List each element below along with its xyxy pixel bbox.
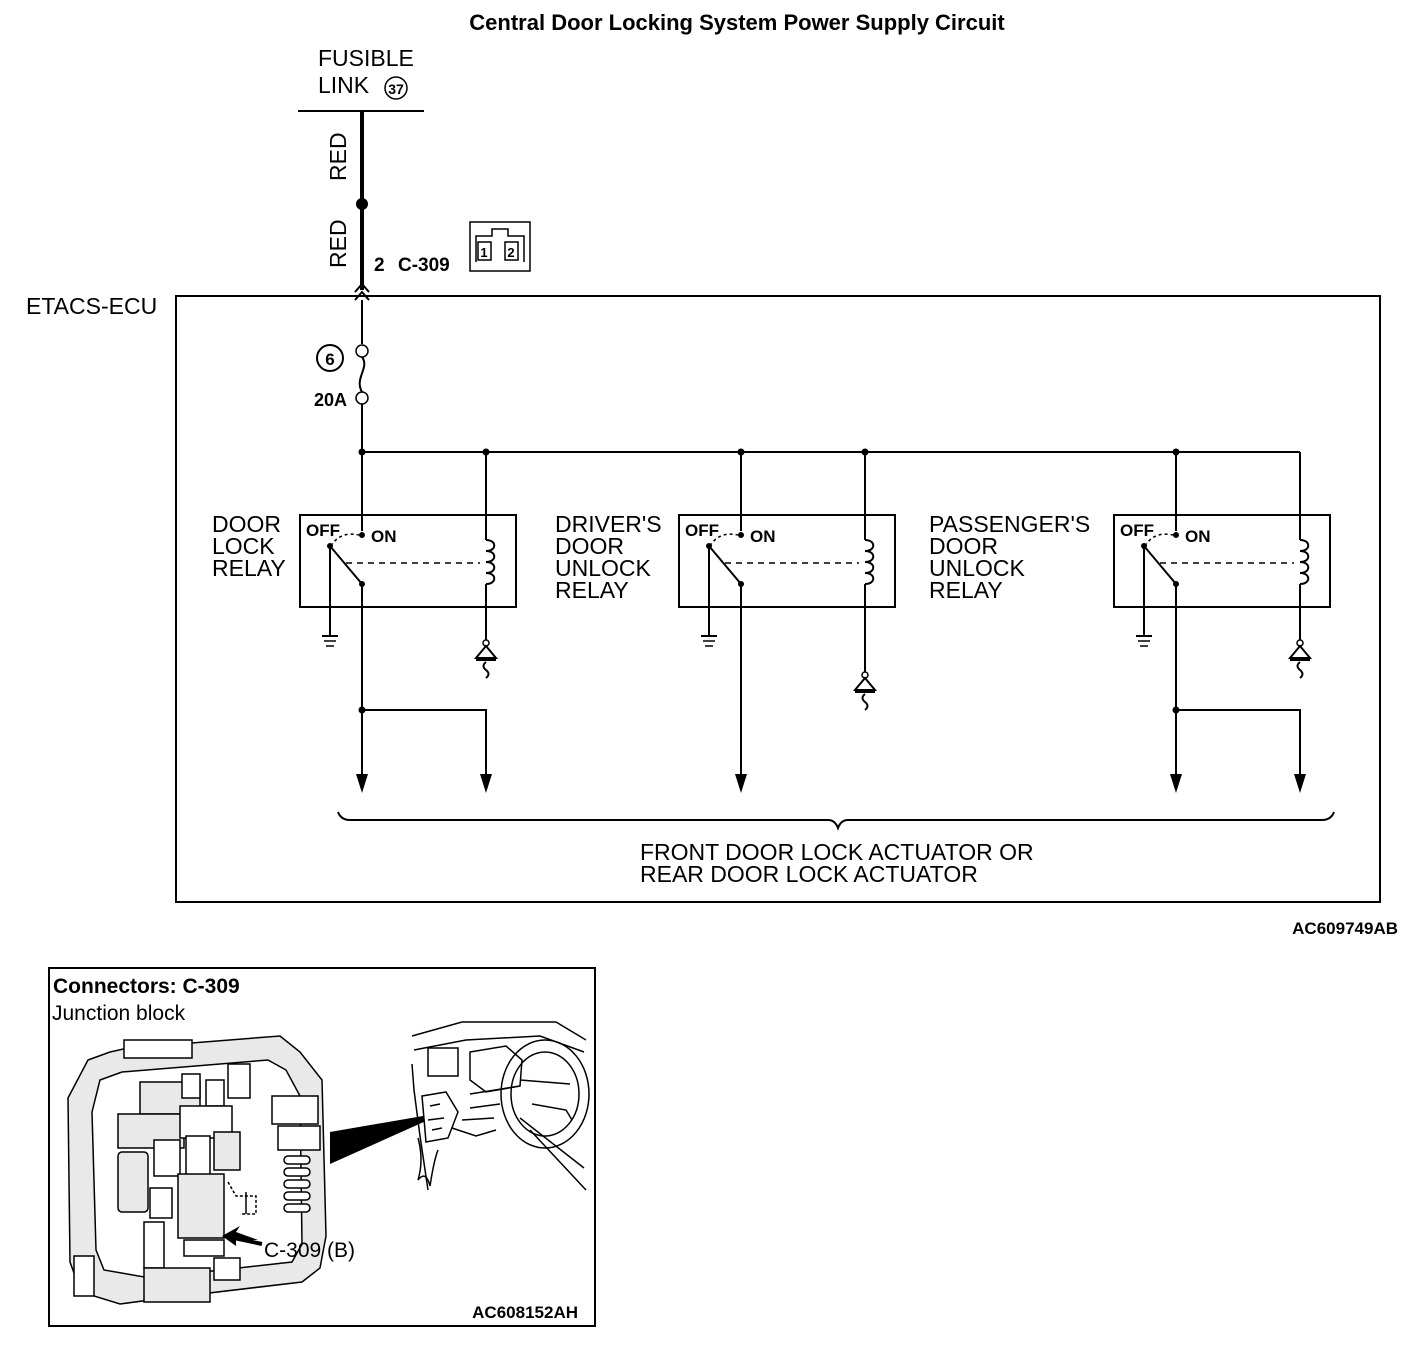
connector-pin-2: 2 — [507, 245, 514, 260]
relay2-label-line3: UNLOCK — [555, 555, 652, 581]
relay2-label-line4: RELAY — [555, 577, 629, 603]
fuse-element — [358, 356, 366, 393]
relay1-box — [299, 514, 517, 608]
door-lock-relay: DOOR LOCK RELAY OFF ON — [212, 452, 517, 679]
diagram-code: AC609749AB — [1292, 919, 1398, 938]
fuse-terminal-top — [355, 344, 369, 358]
drivers-door-unlock-relay: DRIVER'S DOOR UNLOCK RELAY OFF ON — [555, 452, 896, 711]
ecu-label: ETACS-ECU — [26, 293, 157, 319]
output-arrow-3 — [735, 774, 747, 793]
relay2-coil — [864, 539, 875, 585]
relay1-label-line2: LOCK — [212, 533, 275, 559]
actuator-label-line2: REAR DOOR LOCK ACTUATOR — [640, 861, 978, 887]
relay3-label-line3: UNLOCK — [929, 555, 1026, 581]
relay3-label-line4: RELAY — [929, 577, 1003, 603]
relay2-label-line1: DRIVER'S — [555, 511, 662, 537]
actuator-outputs — [337, 584, 1335, 831]
relay1-off: OFF — [306, 521, 340, 540]
relay2-off: OFF — [685, 521, 719, 540]
relay2-ground-icon — [852, 676, 878, 711]
fuse: 6 20A — [314, 300, 369, 452]
connector-c309: 2 C-309 1 2 — [354, 221, 531, 301]
relay1-label-line3: RELAY — [212, 555, 286, 581]
diagram-title: Central Door Locking System Power Supply… — [469, 10, 1005, 35]
relay2-box — [678, 514, 896, 608]
relay2-on: ON — [750, 527, 776, 546]
fuse-terminal-bottom — [355, 391, 369, 405]
actuator-label-line1: FRONT DOOR LOCK ACTUATOR OR — [640, 839, 1034, 865]
callout-arrow-icon — [222, 1226, 258, 1246]
connector-pin-label: 2 — [374, 255, 385, 276]
relay1-contact — [329, 545, 363, 585]
relay3-label-line1: PASSENGER'S — [929, 511, 1090, 537]
relay1-label-line1: DOOR — [212, 511, 281, 537]
relay3-box — [1113, 514, 1331, 608]
relay1-coil — [485, 539, 496, 585]
ecu-box — [175, 295, 1381, 903]
fusible-link-label-line1: FUSIBLE — [318, 45, 414, 71]
relay3-on: ON — [1185, 527, 1211, 546]
connector-panel: Connectors: C-309 Junction block — [48, 967, 596, 1327]
relay1-ground-icon — [473, 644, 499, 679]
relay1-on: ON — [371, 527, 397, 546]
relay2-contact — [708, 545, 742, 585]
output-arrow-1 — [356, 774, 368, 793]
output-arrow-5 — [1294, 774, 1306, 793]
fuse-number-circle — [316, 344, 344, 372]
junction-block-illustration — [67, 1035, 327, 1305]
fuse-rating: 20A — [314, 390, 347, 410]
connector-callout: C-309 (B) — [264, 1239, 355, 1262]
dashboard-illustration — [411, 1021, 590, 1191]
relay3-coil — [1299, 539, 1310, 585]
fusible-link-label-line2: LINK — [318, 72, 370, 98]
passengers-door-unlock-relay: PASSENGER'S DOOR UNLOCK RELAY OFF ON — [929, 452, 1331, 679]
relay2-label-line2: DOOR — [555, 533, 624, 559]
relay3-label-line2: DOOR — [929, 533, 998, 559]
splice-point — [356, 198, 368, 210]
relay3-ground-icon — [1287, 644, 1313, 679]
relay3-contact — [1143, 545, 1177, 585]
connector-panel-title: Connectors: C-309 — [53, 975, 240, 998]
fusible-link-number-circle — [384, 76, 408, 100]
connector-panel-frame — [48, 967, 596, 1327]
connector-pin-1: 1 — [480, 245, 487, 260]
actuator-brace — [337, 811, 1335, 831]
magnify-wedge — [330, 1112, 446, 1164]
wire-color-upper: RED — [325, 132, 351, 181]
output-arrow-4 — [1170, 774, 1182, 793]
output-arrow-2 — [480, 774, 492, 793]
fuse-number: 6 — [325, 350, 334, 369]
wire-color-lower: RED — [325, 219, 351, 268]
relay3-off: OFF — [1120, 521, 1154, 540]
fusible-link-number: 37 — [388, 81, 404, 97]
connector-face — [469, 221, 531, 272]
fusible-link: FUSIBLE LINK 37 — [298, 45, 424, 112]
connector-panel-subtitle: Junction block — [52, 1002, 186, 1025]
connector-panel-code: AC608152AH — [472, 1303, 578, 1322]
connector-name-label: C-309 — [398, 255, 450, 276]
